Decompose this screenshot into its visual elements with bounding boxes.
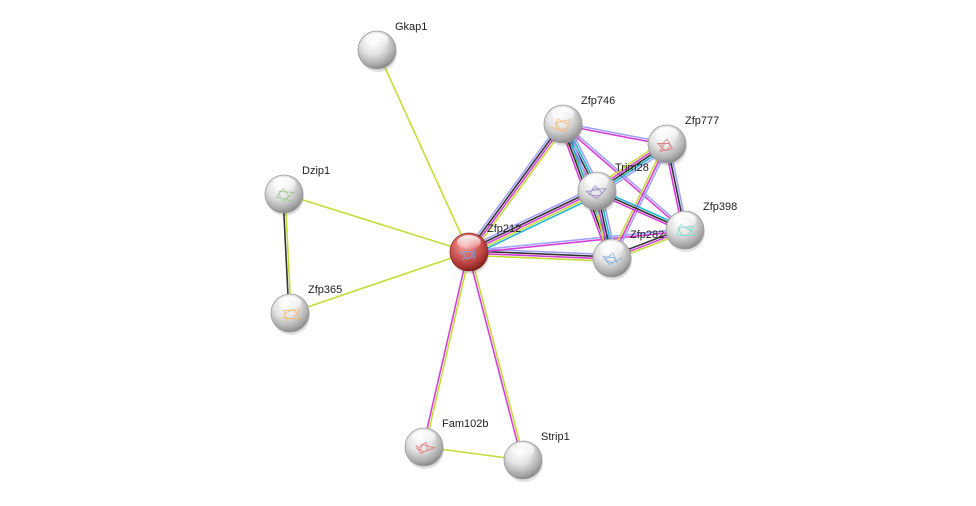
edge-evidence-experiments <box>611 143 668 259</box>
edge-zfp212-trim28[interactable] <box>466 186 600 257</box>
edge-evidence-textmining <box>469 192 599 255</box>
node-zfp282[interactable]: Zfp282 <box>592 229 664 280</box>
node-zfp746[interactable]: Zfp746 <box>543 95 615 146</box>
edge-evidence-databases <box>470 194 600 257</box>
node-gloss <box>457 235 481 249</box>
node-dzip1[interactable]: Dzip1 <box>264 165 330 216</box>
edge-evidence-experiments <box>467 252 523 461</box>
edge-evidence-textmining <box>471 125 567 255</box>
edge-zfp212-gkap1[interactable] <box>376 49 470 253</box>
node-zfp777[interactable]: Zfp777 <box>647 115 719 166</box>
node-label: Zfp398 <box>703 201 737 213</box>
node-label: Zfp212 <box>487 223 521 235</box>
node-gloss <box>365 33 389 47</box>
edge-zfp212-dzip1[interactable] <box>283 193 470 253</box>
node-label: Trim28 <box>615 162 649 174</box>
node-label: Zfp282 <box>630 229 664 241</box>
node-gloss <box>511 443 535 457</box>
node-zfp398[interactable]: Zfp398 <box>665 201 737 252</box>
edge-evidence-coexpression <box>469 250 613 258</box>
node-gloss <box>655 127 679 141</box>
edge-zfp212-fam102b[interactable] <box>422 251 471 448</box>
edge-evidence-experiments <box>468 252 612 260</box>
edge-evidence-textmining <box>284 193 292 313</box>
node-trim28[interactable]: Trim28 <box>577 162 649 213</box>
node-label: Dzip1 <box>302 165 330 177</box>
edge-evidence-homology <box>469 247 613 256</box>
edge-evidence-experiments <box>469 230 686 254</box>
edge-zfp212-zfp746[interactable] <box>465 121 567 255</box>
edge-evidence-homology <box>563 122 687 230</box>
node-label: Zfp365 <box>308 284 342 296</box>
edge-evidence-experiments <box>468 190 598 253</box>
edge-evidence-homology <box>466 186 596 249</box>
protein-structure-icon <box>281 308 302 324</box>
edge-zfp212-strip1[interactable] <box>467 251 525 461</box>
edge-evidence-coexpression <box>282 194 290 314</box>
edge-evidence-homology <box>468 228 685 252</box>
edge-zfp212-zfp365[interactable] <box>289 251 470 314</box>
edge-evidence-textmining <box>424 252 471 448</box>
edge-evidence-textmining <box>609 142 666 258</box>
protein-structure-icon <box>550 117 572 133</box>
edge-evidence-coexpression <box>467 188 597 251</box>
node-gloss <box>278 296 302 310</box>
node-label: Zfp777 <box>685 115 719 127</box>
edge-evidence-textmining <box>283 193 470 253</box>
protein-structure-icon <box>275 187 295 202</box>
edge-evidence-textmining <box>469 251 525 460</box>
node-gloss <box>412 430 436 444</box>
protein-structure-icon <box>415 441 436 454</box>
node-zfp212[interactable]: Zfp212 <box>449 223 521 274</box>
node-zfp365[interactable]: Zfp365 <box>270 284 342 335</box>
protein-structure-icon <box>458 250 476 261</box>
node-gloss <box>600 241 624 255</box>
edge-evidence-textmining <box>468 254 612 263</box>
edge-evidence-coexpression <box>467 122 563 252</box>
node-label: Zfp746 <box>581 95 615 107</box>
nodes-layer: Zfp212 Gkap1Zfp746Zfp777Trim28Zfp398Zfp28… <box>264 21 737 482</box>
node-gkap1[interactable]: Gkap1 <box>357 21 427 72</box>
edge-evidence-textmining <box>289 251 470 314</box>
node-label: Gkap1 <box>395 21 427 33</box>
node-gloss <box>585 174 609 188</box>
protein-structure-icon <box>602 252 622 266</box>
edge-evidence-textmining <box>376 49 470 253</box>
edge-evidence-experiments <box>422 251 469 447</box>
edge-evidence-homology <box>613 144 670 260</box>
node-fam102b[interactable]: Fam102b <box>404 418 488 469</box>
node-label: Fam102b <box>442 418 488 430</box>
edge-evidence-experiments <box>469 124 565 254</box>
node-gloss <box>551 107 575 121</box>
edge-zfp212-zfp398[interactable] <box>468 228 686 254</box>
edge-zfp777-zfp282[interactable] <box>609 142 670 260</box>
node-strip1[interactable]: Strip1 <box>503 431 570 482</box>
protein-structure-icon <box>656 138 674 152</box>
node-label: Strip1 <box>541 431 570 443</box>
edge-dzip1-zfp365[interactable] <box>282 193 292 314</box>
edge-evidence-homology <box>465 121 561 251</box>
node-gloss <box>673 213 697 227</box>
node-gloss <box>272 177 296 191</box>
protein-structure-icon <box>676 223 697 237</box>
edge-zfp212-zfp282[interactable] <box>468 247 613 263</box>
